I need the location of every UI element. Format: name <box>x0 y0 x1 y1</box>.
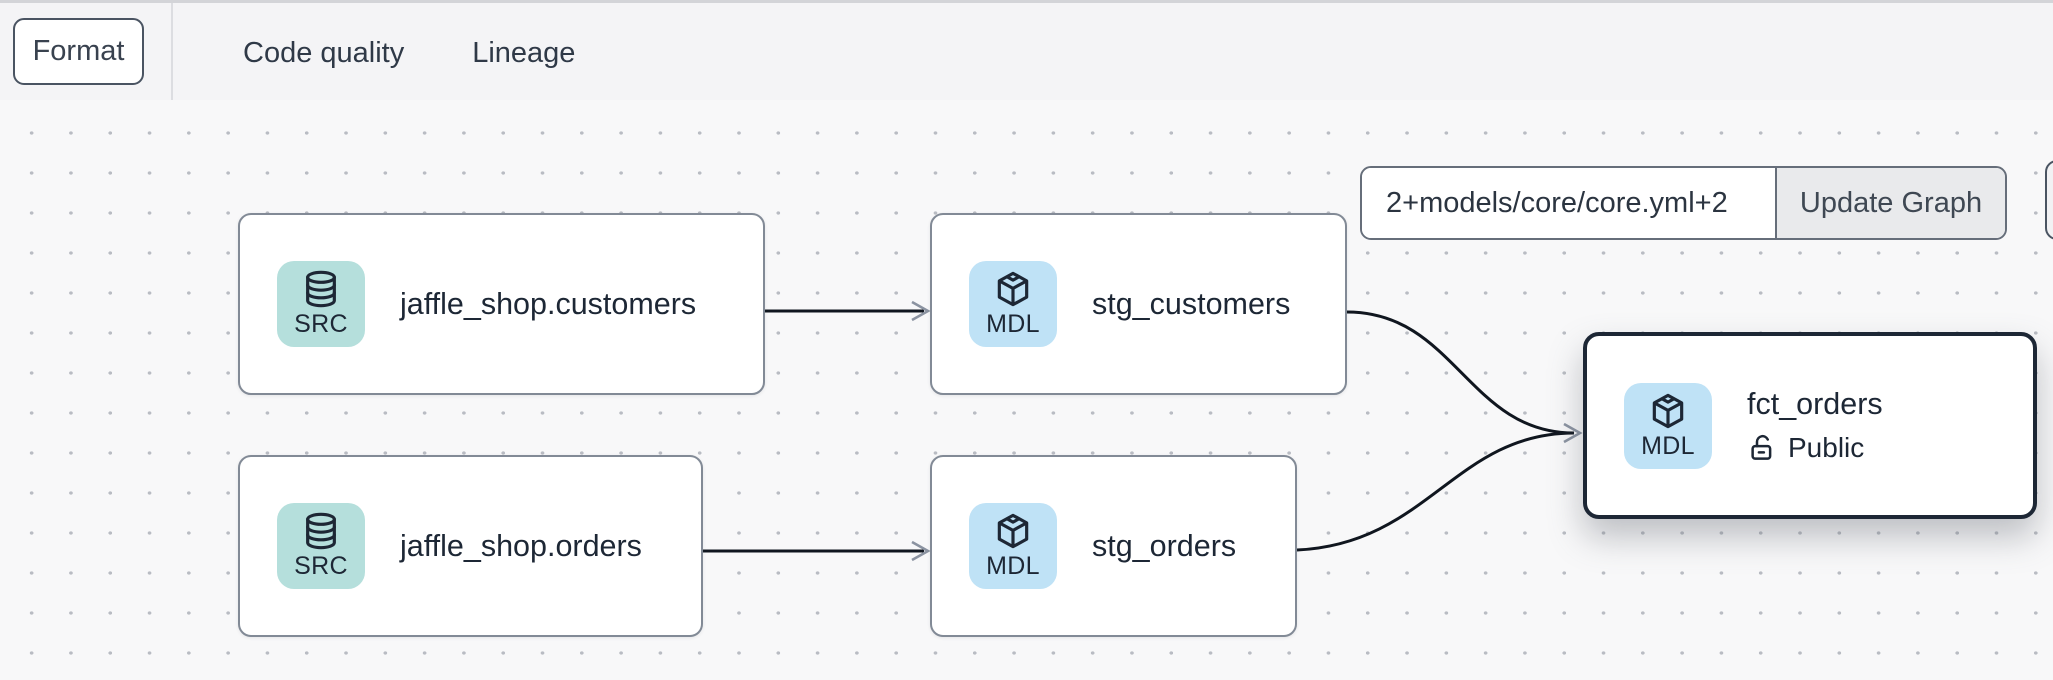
arrowhead-icon <box>1563 422 1583 444</box>
source-badge: SRC <box>277 503 365 589</box>
source-badge: SRC <box>277 261 365 347</box>
node-model-stg-orders[interactable]: MDL stg_orders <box>930 455 1297 637</box>
graph-selector-group: Update Graph <box>1360 166 2007 240</box>
node-model-stg-customers[interactable]: MDL stg_customers <box>930 213 1347 395</box>
model-badge: MDL <box>969 503 1057 589</box>
cube-icon <box>997 513 1029 549</box>
badge-type-label: MDL <box>986 552 1040 580</box>
access-row: Public <box>1747 432 1883 464</box>
tab-code-quality[interactable]: Code quality <box>243 36 405 69</box>
badge-type-label: MDL <box>1641 431 1695 460</box>
node-label: stg_orders <box>1092 528 1237 563</box>
node-label: jaffle_shop.customers <box>400 286 697 321</box>
arrowhead-icon <box>911 540 931 562</box>
badge-type-label: SRC <box>294 552 348 580</box>
database-icon <box>306 270 336 308</box>
node-model-fct-orders[interactable]: MDL fct_orders Public <box>1583 332 2037 519</box>
node-label: jaffle_shop.orders <box>400 528 642 563</box>
format-button[interactable]: Format <box>13 18 144 85</box>
cube-icon <box>997 271 1029 307</box>
selector-input[interactable] <box>1362 168 1775 238</box>
update-graph-button[interactable]: Update Graph <box>1775 168 2005 238</box>
model-badge: MDL <box>1624 382 1712 469</box>
node-label: fct_orders <box>1747 387 1883 421</box>
node-source-jaffle-shop-orders[interactable]: SRC jaffle_shop.orders <box>238 455 703 637</box>
badge-type-label: SRC <box>294 310 348 338</box>
database-icon <box>306 512 336 550</box>
toolbar-divider <box>171 3 173 103</box>
panel-tabs: Code quality Lineage <box>172 3 610 106</box>
lineage-canvas[interactable]: SRC jaffle_shop.customers MDL stg_custom… <box>0 100 2053 680</box>
tab-lineage[interactable]: Lineage <box>438 3 610 106</box>
edge-stg-orders-to-fct <box>1296 431 1575 552</box>
arrowhead-icon <box>911 300 931 322</box>
node-label: stg_customers <box>1092 286 1291 321</box>
lineage-edges <box>703 300 1583 562</box>
cube-icon <box>1652 393 1684 428</box>
model-badge: MDL <box>969 261 1057 347</box>
editor-toolbar: Format Code quality Lineage <box>0 0 2053 106</box>
edge-stg-customers-to-fct <box>1346 310 1575 435</box>
clipped-toolbar-button[interactable] <box>2045 160 2053 240</box>
unlock-icon <box>1751 434 1772 460</box>
access-label: Public <box>1788 432 1865 463</box>
node-source-jaffle-shop-customers[interactable]: SRC jaffle_shop.customers <box>238 213 765 395</box>
badge-type-label: MDL <box>986 310 1040 338</box>
